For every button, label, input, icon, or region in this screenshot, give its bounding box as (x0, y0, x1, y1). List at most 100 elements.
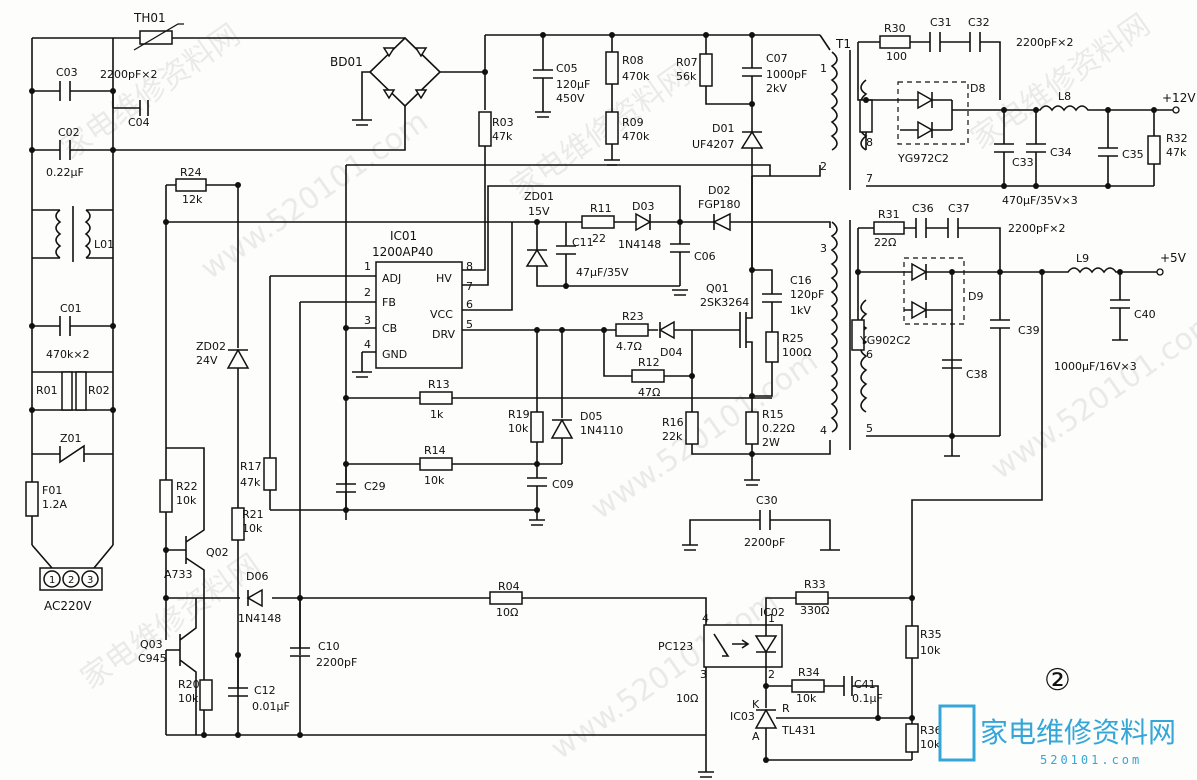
logo-url: 520101.com (1040, 753, 1142, 767)
r22-label: R22 (176, 480, 198, 493)
c03-label: C03 (56, 66, 78, 79)
r31-value: 22Ω (874, 236, 896, 249)
t1-winding-4: 4 (820, 424, 827, 437)
c11-value: 47μF/35V (576, 266, 629, 279)
ic01-body (375, 261, 463, 369)
r35-label: R35 (920, 628, 942, 641)
r33-value: 330Ω (800, 604, 829, 617)
c10-label: C10 (318, 640, 340, 653)
c10-value: 2200pF (316, 656, 357, 669)
c33-label: C33 (1012, 156, 1034, 169)
q03-label: Q03 (140, 638, 163, 651)
r16-value: 22k (662, 430, 683, 443)
f01-fuse (25, 481, 39, 517)
ic01-label: IC01 (390, 229, 417, 243)
d03-value: 1N4148 (618, 238, 661, 251)
vcc-supply: R24 12k ZD01 15V R11 22 D03 1N4148 D02 F… (163, 166, 831, 480)
pin-6: 6 (466, 298, 473, 311)
c39-label: C39 (1018, 324, 1040, 337)
c07-label: C07 (766, 52, 788, 65)
d05-value: 1N4110 (580, 424, 623, 437)
c05-label: C05 (556, 62, 578, 75)
logo-title: 家电维修资料网 (980, 716, 1176, 749)
t1-winding-8: 8 (866, 136, 873, 149)
pin-adj: ADJ (382, 272, 401, 285)
d05-label: D05 (580, 410, 602, 423)
mosfet-drive: R23 4.7Ω D04 R12 47Ω Q01 2SK3264 C16 120… (343, 176, 831, 486)
r11-value: 22 (592, 232, 606, 245)
d06-value: 1N4148 (238, 612, 281, 625)
c37-label: C37 (948, 202, 970, 215)
f01-label: F01 (42, 484, 62, 497)
r13-label: R13 (428, 378, 450, 391)
r23-label: R23 (622, 310, 644, 323)
pc123-label: PC123 (658, 640, 693, 653)
d06-label: D06 (246, 570, 268, 583)
d02-label: D02 (708, 184, 730, 197)
c06-label: C06 (694, 250, 716, 263)
tl431-k: K (752, 698, 760, 711)
f01-value: 1.2A (42, 498, 67, 511)
c02-label: C02 (58, 126, 80, 139)
c36-value: 2200pF×2 (1008, 222, 1066, 235)
ic02-pin1: 1 (768, 612, 775, 625)
watermark: 家电维修资料网 (965, 7, 1157, 156)
r20-label: R20 (178, 678, 200, 691)
c02-value: 0.22μF (46, 166, 84, 179)
r25-value: 100Ω (782, 346, 811, 359)
r20-value: 10k (178, 692, 199, 705)
q01-value: 2SK3264 (700, 296, 749, 309)
figure-number: ② (1044, 663, 1071, 698)
r12-label: R12 (638, 356, 660, 369)
c01-value: 470k×2 (46, 348, 90, 361)
zd01-value: 15V (528, 205, 550, 218)
zd01-label: ZD01 (524, 190, 554, 203)
r36-value: 10k (920, 738, 941, 751)
c11-label: C11 (572, 236, 594, 249)
r32-label: R32 (1166, 132, 1188, 145)
r19-label: R19 (508, 408, 530, 421)
r04-value: 10Ω (496, 606, 518, 619)
d04-label: D04 (660, 346, 682, 359)
d9-value: YG902C2 (859, 334, 911, 347)
c04-label: C04 (128, 116, 150, 129)
z01-label: Z01 (60, 432, 82, 445)
tl431-a: A (752, 730, 760, 743)
tl431-r: R (782, 702, 790, 715)
t1-winding-6: 6 (866, 348, 873, 361)
r-10ohm-value: 10Ω (676, 692, 698, 705)
c41-label: C41 (854, 678, 876, 691)
c03-value: 2200pF×2 (100, 68, 158, 81)
ac220v-label: AC220V (44, 599, 92, 613)
c40-label: C40 (1134, 308, 1156, 321)
c16-value1: 120pF (790, 288, 824, 301)
r16-label: R16 (662, 416, 684, 429)
pin-1: 1 (364, 260, 371, 273)
r23-value: 4.7Ω (616, 340, 642, 353)
pin-2: 2 (364, 286, 371, 299)
d9-label: D9 (968, 290, 983, 303)
c41-value: 0.1μF (852, 692, 883, 705)
r03-value: 47k (492, 130, 513, 143)
c01-label: C01 (60, 302, 82, 315)
c32-label: C32 (968, 16, 990, 29)
r36-label: R36 (920, 724, 942, 737)
t1-winding-2: 2 (820, 160, 827, 173)
pin-fb: FB (382, 296, 396, 309)
r13-value: 1k (430, 408, 444, 421)
zd02-label: ZD02 (196, 340, 226, 353)
c12-value: 0.01μF (252, 700, 290, 713)
r22-value: 10k (176, 494, 197, 507)
r34-value: 10k (796, 692, 817, 705)
c16-value2: 1kV (790, 304, 811, 317)
pin-5: 5 (466, 318, 473, 331)
r11-label: R11 (590, 202, 612, 215)
pin-3: 3 (364, 314, 371, 327)
r09-value: 470k (622, 130, 650, 143)
t1-label: T1 (835, 37, 851, 51)
pin-7: 7 (466, 280, 473, 293)
c07-value1: 1000pF (766, 68, 807, 81)
feedback-network: R19 10k D05 1N4110 R14 10k C29 C09 R17 4… (240, 275, 623, 526)
t1-winding-5: 5 (866, 422, 873, 435)
